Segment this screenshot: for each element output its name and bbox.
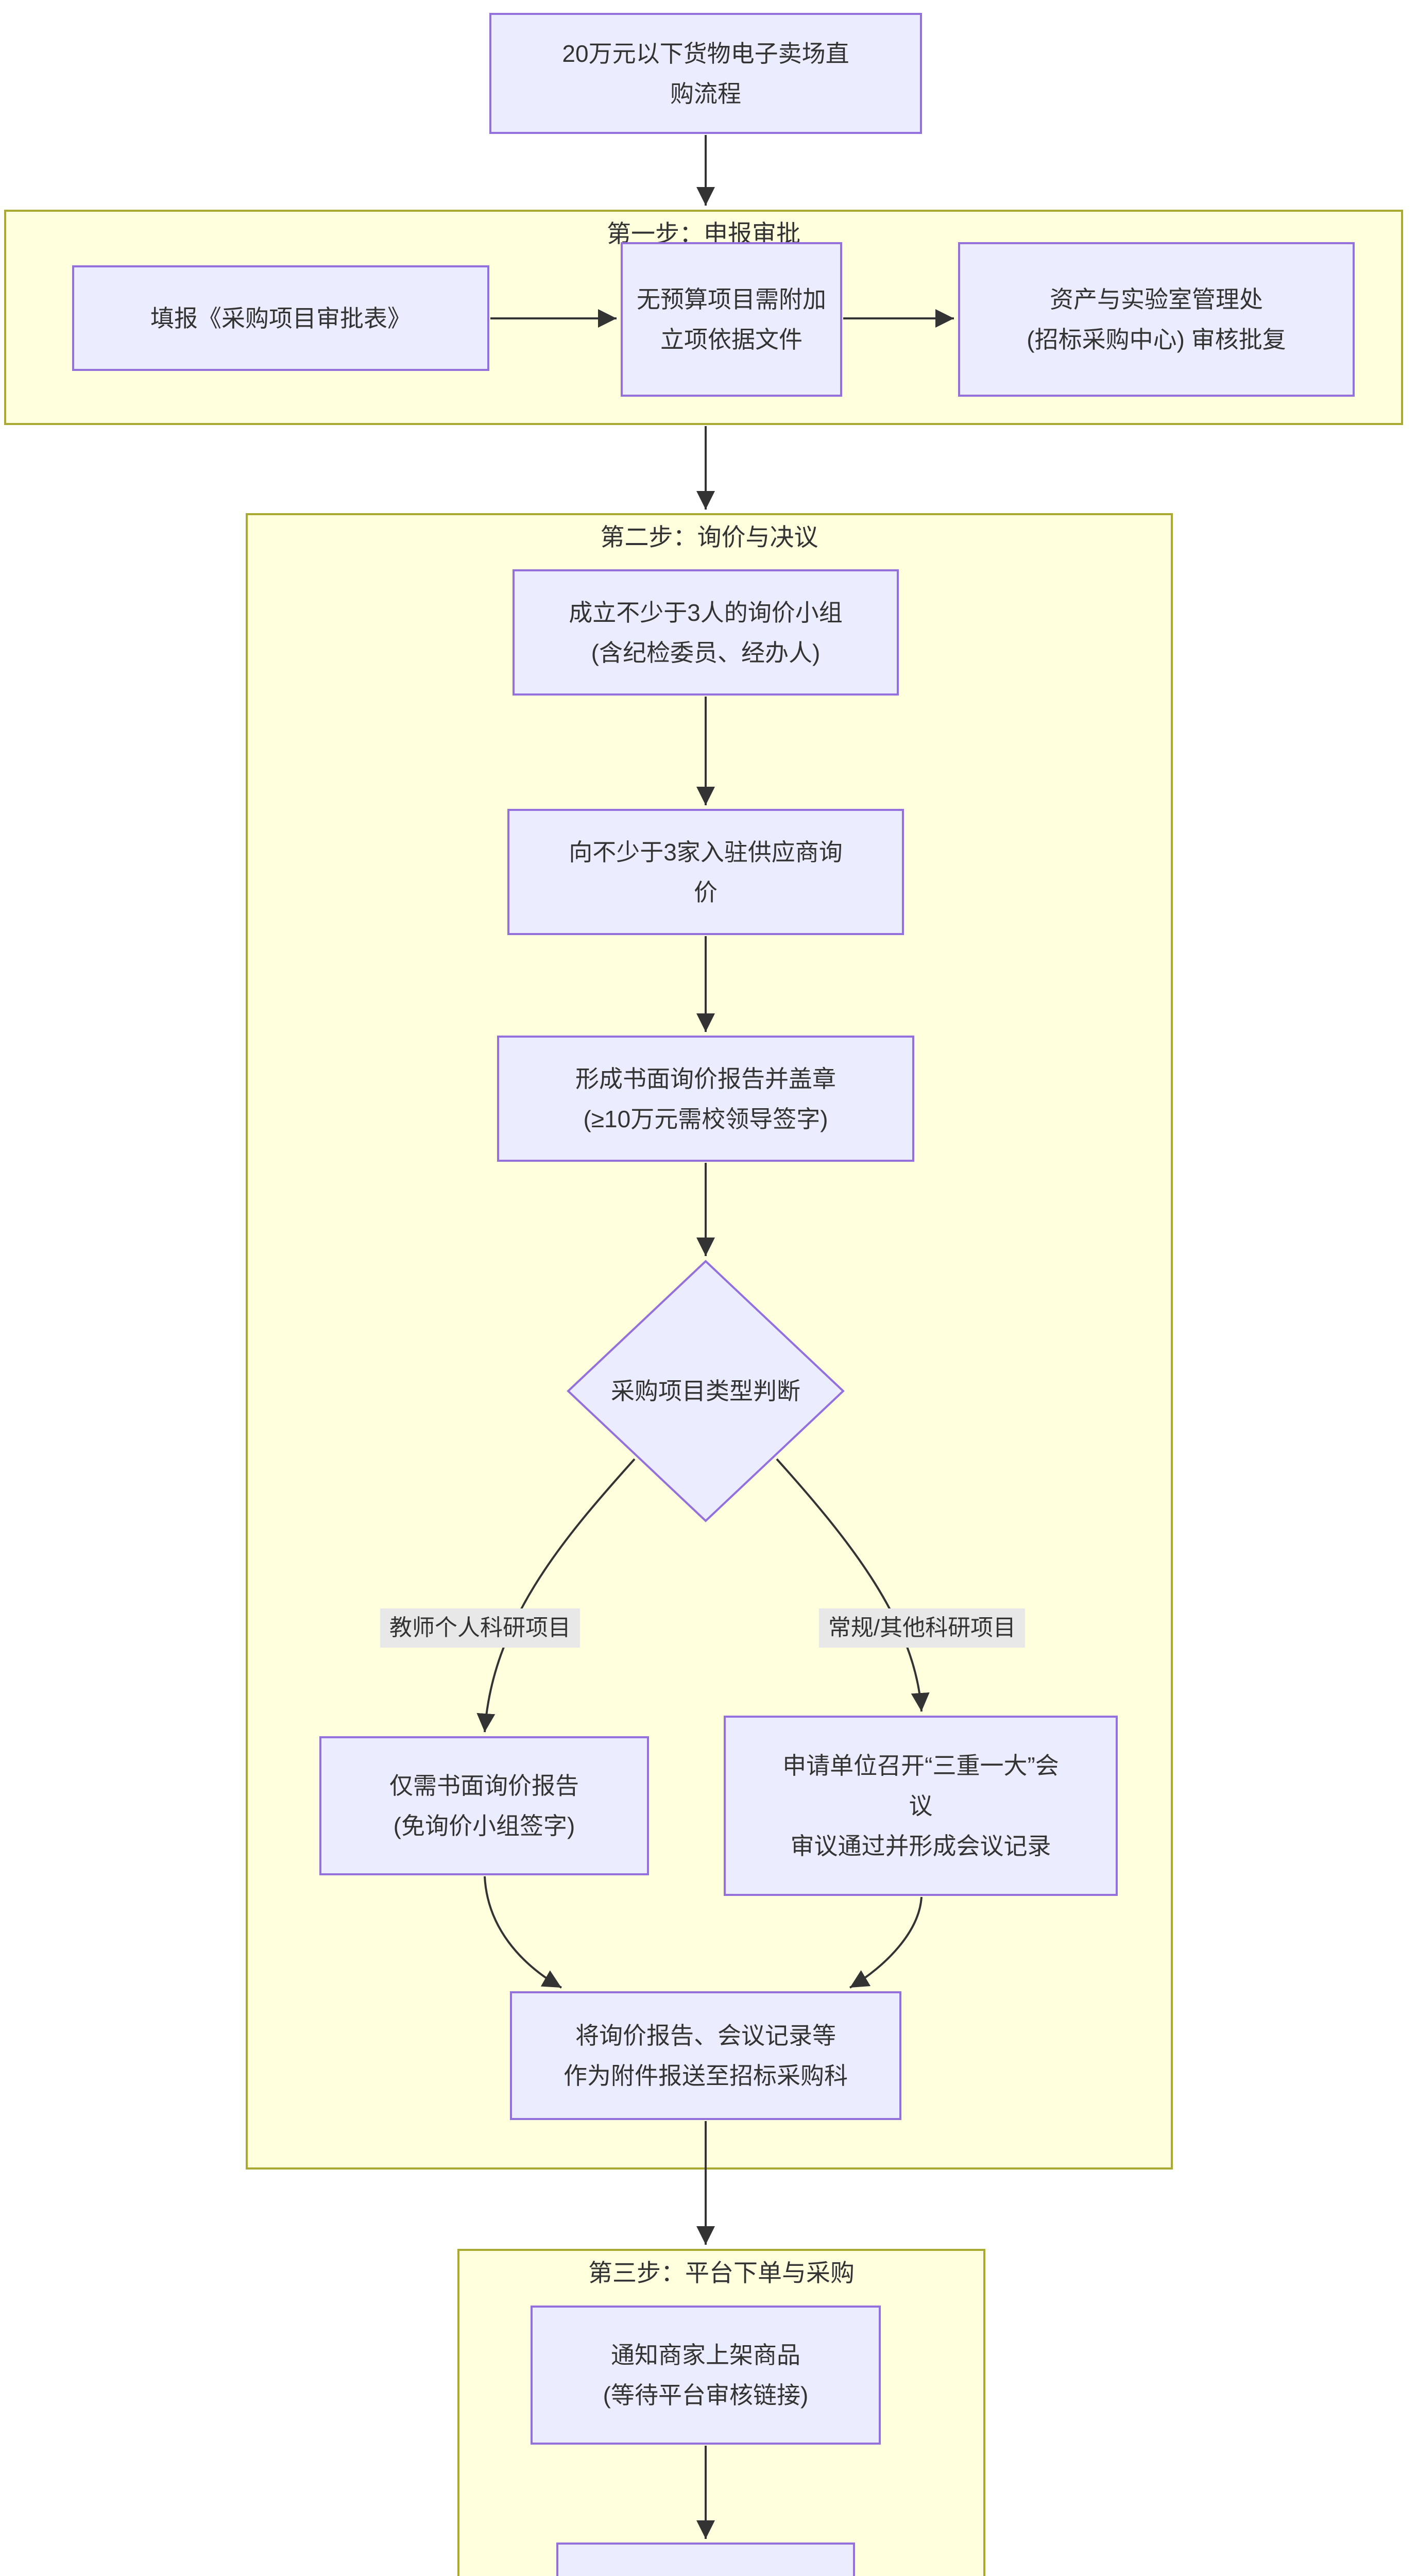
node-verify: 申请单位核查确认 最终商品链接 [556,2543,855,2576]
edge-decision-teacher [476,1458,636,1733]
node-decision: 采购项目类型判断 [567,1260,845,1522]
edge-decision-committee [776,1458,930,1712]
node-fill-form-line1: 填报《采购项目审批表》 [150,304,411,332]
node-decision-label: 采购项目类型判断 [611,1378,800,1404]
edge-label-regular: 常规/其他科研项目 [818,1608,1026,1648]
node-form-team: 成立不少于3人的询价小组 (含纪检委员、经办人) [513,569,899,696]
node-no-budget-line2: 立项依据文件 [660,326,803,353]
node-committee: 申请单位召开“三重一大”会 议 审议通过并形成会议记录 [724,1716,1118,1896]
node-submit-line1: 将询价报告、会议记录等 [575,2022,836,2049]
node-teacher-report: 仅需书面询价报告 (免询价小组签字) [319,1736,649,1875]
edge-committee-submit [849,1896,923,1989]
node-notify: 通知商家上架商品 (等待平台审核链接) [531,2306,881,2445]
node-teacher-report-line2: (免询价小组签字) [393,1812,575,1839]
section-step3-title: 第三步：平台下单与采购 [588,2259,855,2286]
node-inquiry-line1: 向不少于3家入驻供应商询 [569,838,843,866]
node-verify-line1: 申请单位核查确认 [611,2572,800,2576]
node-submit-line2: 作为附件报送至招标采购科 [564,2062,848,2089]
node-committee-line3: 审议通过并形成会议记录 [790,1833,1051,1859]
section-step2-title: 第二步：询价与决议 [600,523,818,551]
node-fill-form: 填报《采购项目审批表》 [72,265,489,371]
node-start-line2: 购流程 [670,80,741,107]
node-committee-line1: 申请单位召开“三重一大”会 [782,1752,1059,1779]
node-report-line2: (≥10万元需校领导签字) [583,1105,828,1132]
node-form-team-line2: (含纪检委员、经办人) [591,639,821,666]
edge-label-teacher: 教师个人科研项目 [380,1608,580,1648]
node-notify-line1: 通知商家上架商品 [611,2342,800,2368]
decision-diamond-svg [567,1260,845,1522]
edge-teacher-submit [484,1876,562,1989]
node-start-line1: 20万元以下货物电子卖场直 [562,40,849,67]
node-form-team-line1: 成立不少于3人的询价小组 [569,599,843,626]
node-committee-line2: 议 [909,1792,933,1819]
node-start: 20万元以下货物电子卖场直 购流程 [489,13,922,134]
node-no-budget: 无预算项目需附加 立项依据文件 [621,242,842,397]
node-teacher-report-line1: 仅需书面询价报告 [389,1772,579,1799]
node-report-line1: 形成书面询价报告并盖章 [575,1065,836,1092]
node-asset-office: 资产与实验室管理处 (招标采购中心) 审核批复 [958,242,1355,397]
node-asset-office-line1: 资产与实验室管理处 [1050,286,1263,313]
node-submit: 将询价报告、会议记录等 作为附件报送至招标采购科 [510,1991,901,2120]
node-asset-office-line2: (招标采购中心) 审核批复 [1027,326,1286,353]
node-notify-line2: (等待平台审核链接) [603,2382,809,2409]
decision-diamond-shape [567,1260,845,1522]
node-inquiry-line2: 价 [694,878,718,906]
node-inquiry: 向不少于3家入驻供应商询 价 [507,809,904,935]
node-no-budget-line1: 无预算项目需附加 [637,286,826,313]
node-report: 形成书面询价报告并盖章 (≥10万元需校领导签字) [497,1036,914,1162]
